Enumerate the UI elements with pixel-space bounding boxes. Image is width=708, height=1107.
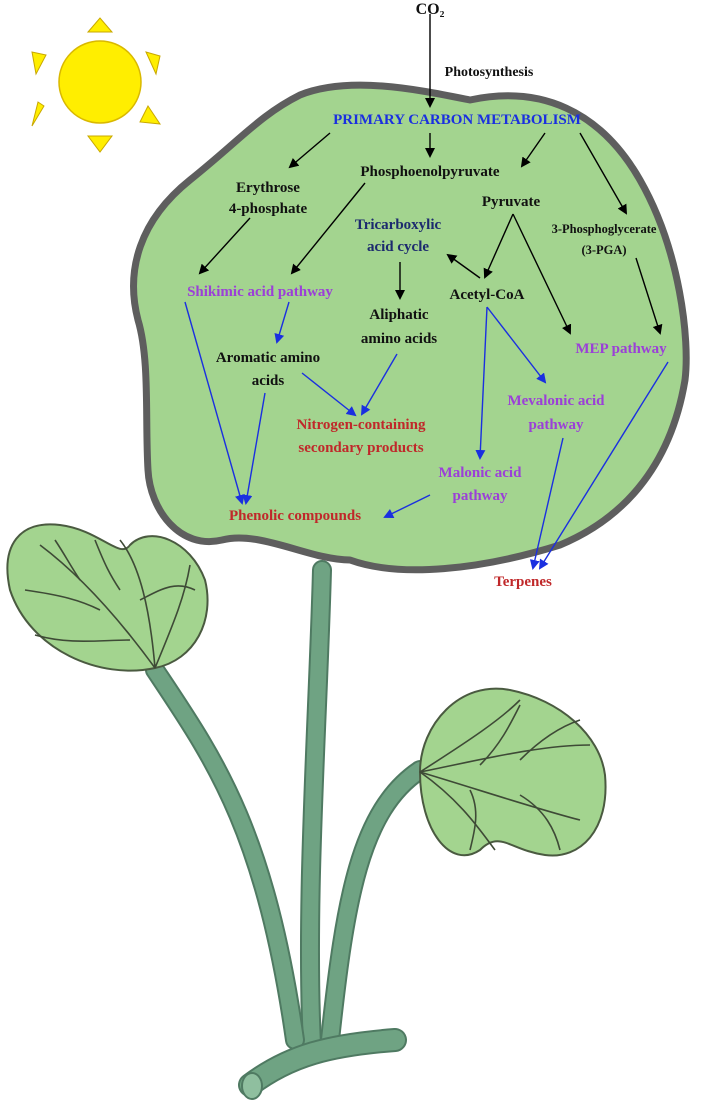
co2-label: CO₂ (416, 1, 445, 18)
primary-carbon-metabolism-label: PRIMARY CARBON METABOLISM (333, 112, 581, 128)
arrows-black (198, 14, 663, 335)
tca-label-line2: acid cycle (367, 239, 429, 255)
malonic-acid-pathway-label-line2: pathway (452, 488, 508, 504)
erythrose-label: Erythrose (236, 180, 300, 196)
labels: CO₂ Photosynthesis PRIMARY CARBON METABO… (187, 1, 667, 590)
phosphoenolpyruvate-label: Phosphoenolpyruvate (360, 164, 500, 180)
erythrose-label-line2: 4-phosphate (229, 201, 308, 217)
arrows-blue (184, 301, 669, 570)
pga-label: 3-Phosphoglycerate (552, 222, 657, 236)
pyruvate-label: Pyruvate (482, 194, 541, 210)
main-leaf-shape (130, 81, 690, 574)
photosynthesis-label: Photosynthesis (445, 65, 534, 80)
small-leaf-icon (6, 523, 209, 672)
acetyl-coa-label: Acetyl-CoA (450, 287, 525, 303)
aliphatic-amino-acids-label-line2: amino acids (361, 331, 437, 347)
sun-icon (31, 17, 162, 153)
aromatic-amino-acids-label-line2: acids (252, 373, 285, 389)
mevalonic-acid-pathway-label-line2: pathway (528, 417, 584, 433)
mep-pathway-label: MEP pathway (575, 341, 667, 357)
phenolic-compounds-label: Phenolic compounds (229, 508, 361, 524)
mevalonic-acid-pathway-label: Mevalonic acid (507, 393, 605, 409)
shikimic-acid-pathway-label: Shikimic acid pathway (187, 284, 333, 300)
nitrogen-containing-label: Nitrogen-containing (297, 417, 426, 433)
small-leaf-icon (418, 687, 607, 857)
malonic-acid-pathway-label: Malonic acid (439, 465, 523, 481)
terpenes-label: Terpenes (494, 574, 552, 590)
aliphatic-amino-acids-label: Aliphatic (369, 307, 429, 323)
tca-label: Tricarboxylic (355, 217, 442, 233)
pga-label-line2: (3-PGA) (581, 243, 626, 257)
aromatic-amino-acids-label: Aromatic amino (216, 350, 320, 366)
nitrogen-containing-label-line2: secondary products (298, 440, 423, 456)
plant-stem-icon (145, 560, 430, 1100)
